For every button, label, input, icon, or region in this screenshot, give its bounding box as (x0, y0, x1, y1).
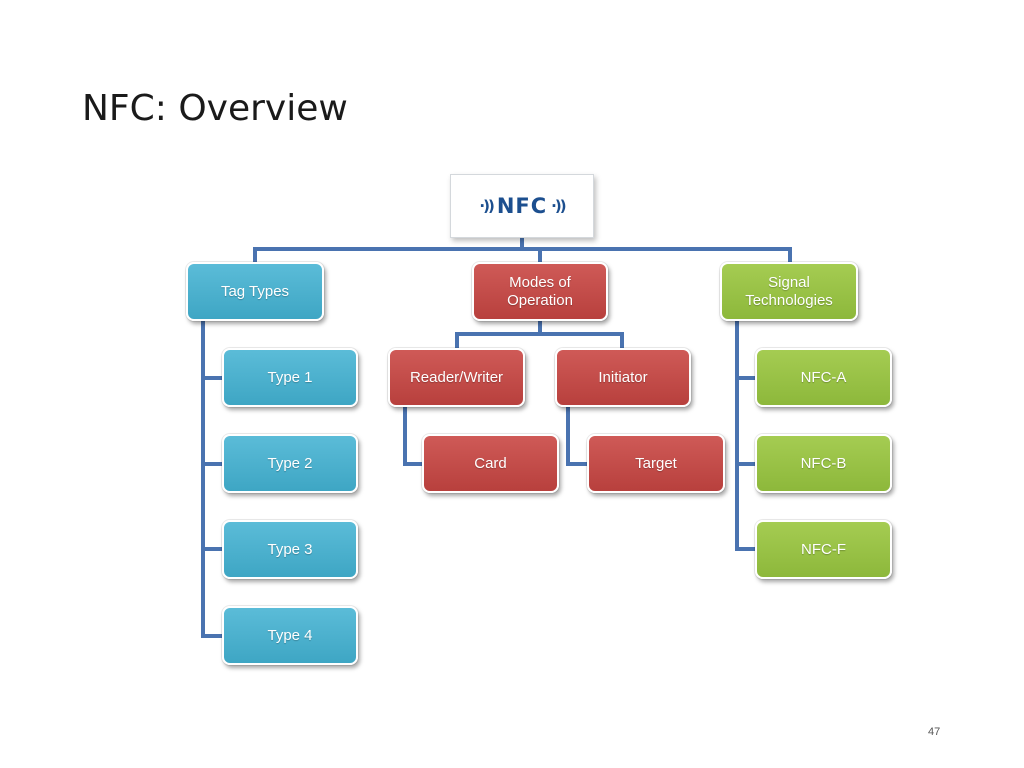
node-target: Target (587, 434, 725, 493)
page-number: 47 (928, 726, 941, 738)
nfc-wave-right-icon: ·)) (551, 197, 566, 215)
node-tag-types: Tag Types (186, 262, 324, 321)
connector-card (403, 403, 426, 466)
node-reader-writer: Reader/Writer (388, 348, 525, 407)
slide-title: NFC: Overview (82, 88, 348, 129)
node-initiator: Initiator (555, 348, 691, 407)
node-type-3: Type 3 (222, 520, 358, 579)
connector-target (566, 403, 591, 466)
node-nfc-b: NFC-B (755, 434, 892, 493)
node-card: Card (422, 434, 559, 493)
nfc-logo-text: NFC (496, 194, 548, 218)
node-type-4: Type 4 (222, 606, 358, 665)
node-nfc-f: NFC-F (755, 520, 892, 579)
node-modes-of-operation: Modes of Operation (472, 262, 608, 321)
nfc-logo: ·)) NFC ·)) (450, 174, 594, 238)
node-type-1: Type 1 (222, 348, 358, 407)
node-type-2: Type 2 (222, 434, 358, 493)
nfc-wave-left-icon: ·)) (479, 197, 494, 215)
node-signal-technologies: Signal Technologies (720, 262, 858, 321)
node-nfc-a: NFC-A (755, 348, 892, 407)
